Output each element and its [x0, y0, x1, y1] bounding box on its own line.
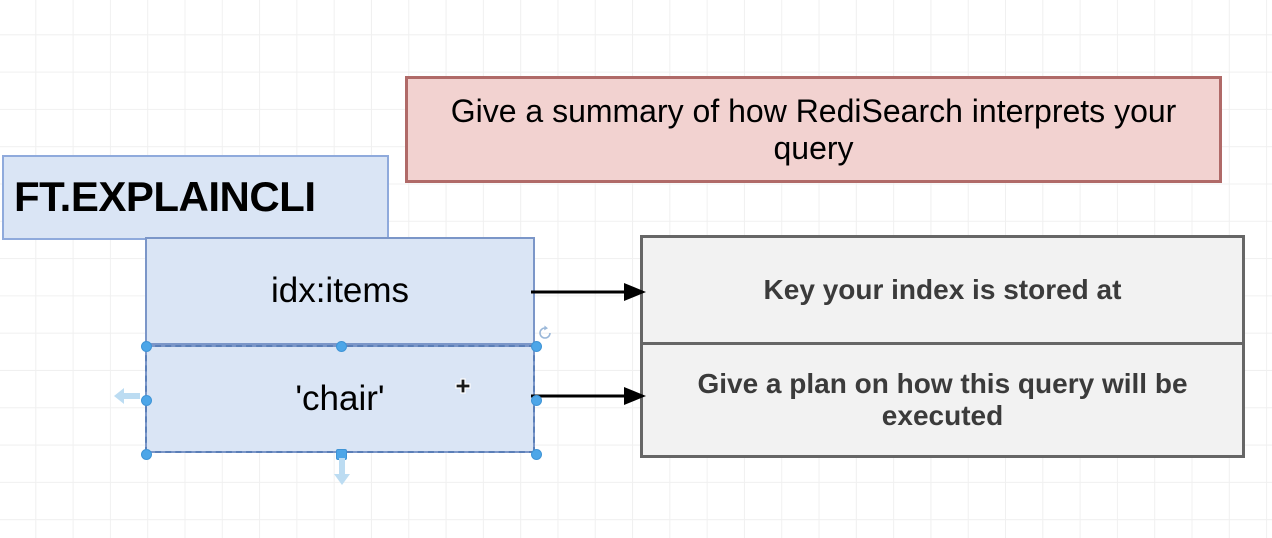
query-to-plan-arrow [531, 387, 646, 405]
plan-description-label: Give a plan on how this query will be ex… [697, 367, 1188, 431]
plan-description-box[interactable]: Give a plan on how this query will be ex… [640, 342, 1245, 458]
rotate-icon[interactable] [537, 325, 553, 341]
command-label: FT.EXPLAINCLI [14, 173, 316, 221]
index-argument-label: idx:items [270, 270, 410, 310]
arrow-left-icon[interactable] [112, 383, 142, 409]
index-argument-box[interactable]: idx:items [145, 237, 535, 345]
index-to-key-arrow [531, 283, 646, 301]
move-cursor-icon [455, 378, 471, 394]
summary-note-label: Give a summary of how RediSearch interpr… [450, 92, 1177, 166]
key-description-box[interactable]: Key your index is stored at [640, 235, 1245, 345]
query-argument-box[interactable]: 'chair' [145, 345, 535, 453]
query-argument-label: 'chair' [295, 378, 385, 418]
arrow-down-icon[interactable] [329, 455, 355, 487]
command-box[interactable]: FT.EXPLAINCLI [2, 155, 389, 240]
key-description-label: Key your index is stored at [763, 273, 1122, 305]
summary-note-box[interactable]: Give a summary of how RediSearch interpr… [405, 76, 1222, 183]
